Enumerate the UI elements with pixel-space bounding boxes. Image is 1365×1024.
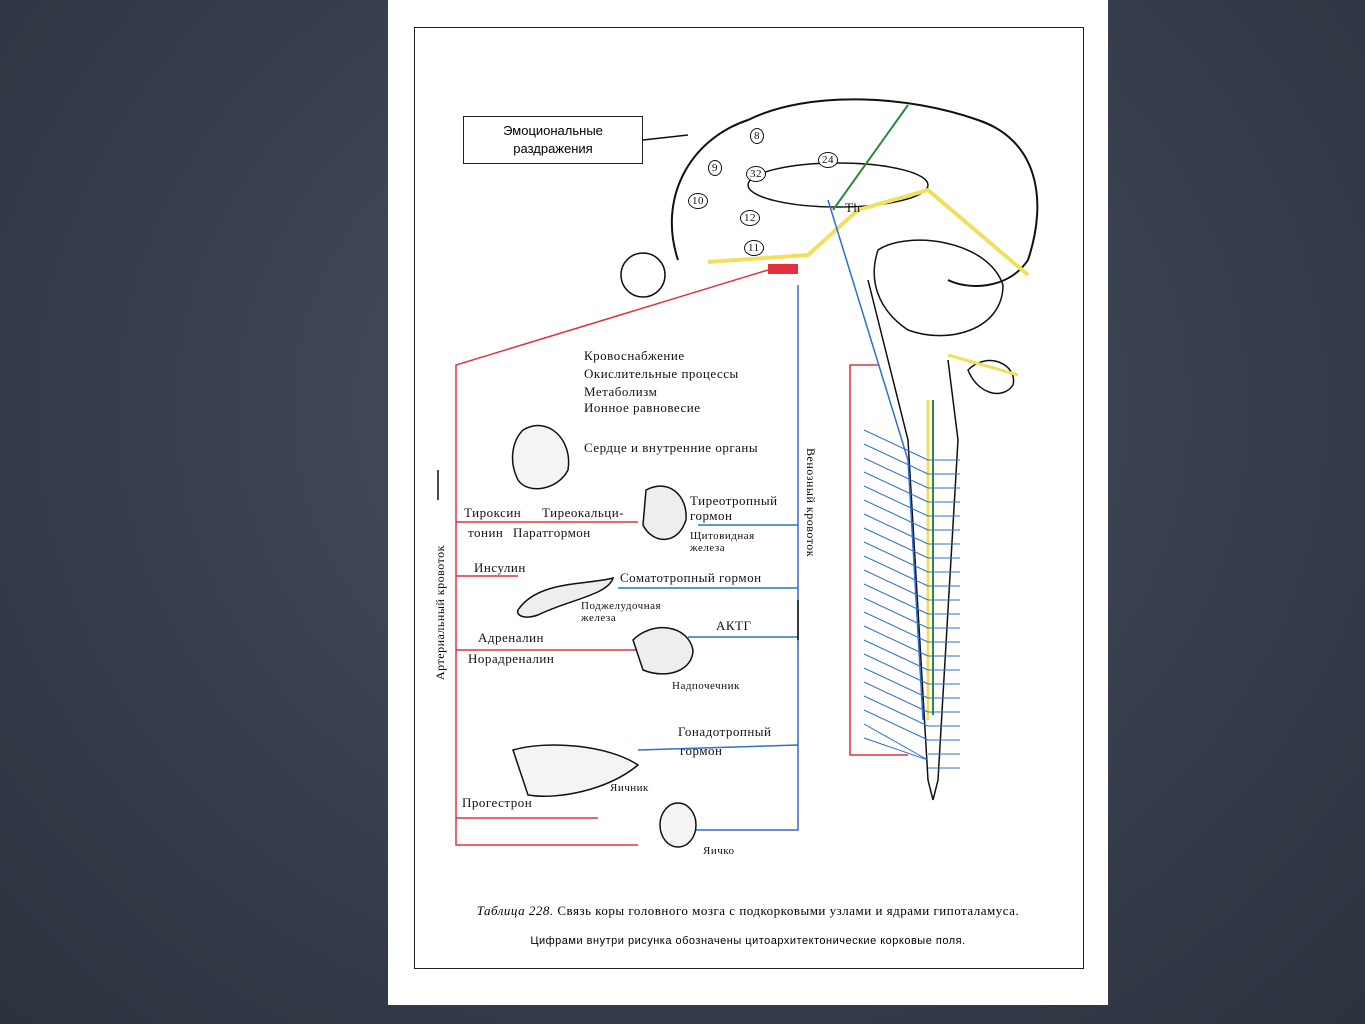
label-adrenal: Надпочечник [672, 680, 740, 692]
nerve-line [863, 457, 929, 489]
nerve-line [863, 569, 929, 601]
heart-icon [511, 424, 570, 490]
nerve-line [863, 443, 929, 475]
cortical-field-number: 32 [746, 166, 766, 182]
label-progesterone: Прогестрон [462, 795, 533, 810]
nerve-line [863, 625, 929, 657]
label-insulin: Инсулин [474, 560, 526, 575]
ear-icon [967, 359, 1015, 395]
pancreas-icon [516, 576, 615, 618]
label-tsh2: гормон [690, 508, 733, 523]
label-oxidation: Окислительные процессы [584, 366, 739, 381]
nerve-line [863, 485, 929, 517]
nerve-line [863, 499, 929, 531]
diagram-drawing [437, 98, 1039, 848]
brainstem-spinal-cord [867, 279, 959, 801]
nerve-line [863, 555, 929, 587]
corpus-callosum [747, 162, 929, 208]
brain-outline [670, 98, 1039, 287]
label-heart: Сердце и внутренние органы [584, 440, 759, 455]
nerve-line [863, 667, 929, 699]
label-pancreas2: железа [581, 612, 617, 624]
caption-title-text: Связь коры головного мозга с подкорковым… [557, 903, 1020, 918]
caption-title: Таблица 228. Связь коры головного мозга … [438, 903, 1058, 919]
cortical-field-number: 10 [688, 193, 708, 209]
testis-icon [659, 802, 697, 848]
thyroid-icon [642, 485, 687, 541]
label-ionic: Ионное равновесие [584, 400, 701, 415]
nerve-line [863, 639, 929, 671]
nerve-line [863, 611, 929, 643]
cortical-field-number: 8 [750, 128, 764, 144]
nerve-line [863, 723, 929, 761]
label-ovary: Яичник [610, 782, 649, 794]
label-acth: АКТГ [716, 618, 752, 633]
cortical-field-number: 9 [708, 160, 722, 176]
thalamus-label: Th [845, 200, 861, 215]
cortical-field-number: 12 [740, 210, 760, 226]
caption-table-number: Таблица 228. [476, 903, 554, 918]
eye-icon [620, 252, 666, 298]
label-gonado2: гормон [680, 743, 723, 758]
emotional-stimuli-box: Эмоциональные раздражения [463, 116, 643, 164]
label-testis: Яичко [703, 845, 735, 857]
label-thyroxin: Тироксин [464, 505, 522, 520]
nerve-line [863, 583, 929, 615]
label-adrenalin: Адреналин [478, 630, 545, 645]
cortical-field-number: 24 [818, 152, 838, 168]
nerve-line [863, 513, 929, 545]
label-somato: Соматотропный гормон [620, 570, 762, 585]
nerve-line [863, 653, 929, 685]
label-tonin: тонин [468, 525, 504, 540]
label-parathormone: Паратгормон [513, 525, 591, 540]
label-thyrocalci: Тиреокальци- [542, 505, 625, 520]
nerve-line [863, 737, 929, 761]
label-arterial: Артериальный кровоток [433, 545, 447, 680]
label-thyroid1: Щитовидная [690, 530, 755, 542]
diagram-frame [414, 27, 1084, 969]
label-tsh1: Тиреотропный [690, 493, 778, 508]
nerve-line [863, 541, 929, 573]
nerve-line [863, 527, 929, 559]
nerve-line [863, 681, 929, 713]
nerve-line [863, 597, 929, 629]
label-venous: Венозный кровоток [804, 448, 818, 558]
nerve-line [863, 471, 929, 503]
nerve-line [863, 429, 929, 461]
label-metabolism: Метаболизм [584, 384, 658, 399]
uterus-icon [512, 744, 640, 797]
slide-image: Эмоциональные раздражения 8 9 32 24 10 12 11 T… [388, 0, 1108, 1005]
label-blood-supply: Кровоснабжение [584, 348, 685, 363]
adrenal-icon [632, 626, 694, 675]
nerve-line [863, 695, 929, 727]
label-thyroid2: железа [690, 542, 726, 554]
label-noradrenalin: Норадреналин [468, 651, 555, 666]
caption-note: Цифрами внутри рисунка обозначены цитоар… [530, 935, 966, 947]
cortical-field-number: 11 [744, 240, 764, 256]
cerebellum [873, 239, 1004, 337]
label-pancreas1: Поджелудочная [581, 600, 662, 612]
nerve-line [863, 709, 929, 741]
label-gonado1: Гонадотропный [678, 724, 772, 739]
